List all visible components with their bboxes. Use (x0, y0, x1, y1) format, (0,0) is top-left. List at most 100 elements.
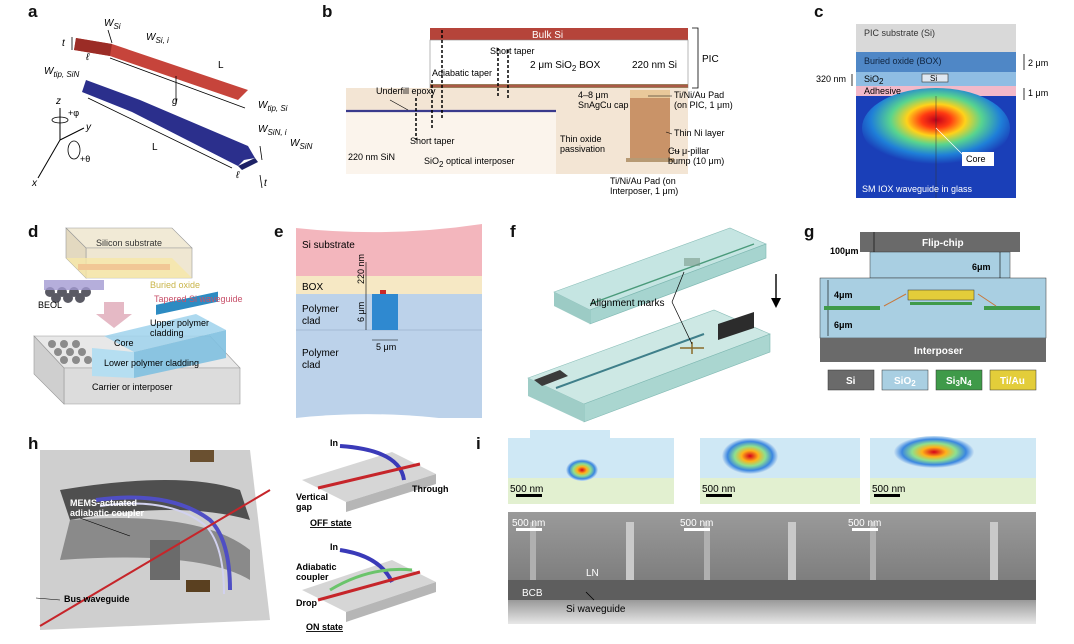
panel-label-b: b (322, 2, 333, 21)
label-2um: 2 μm (1028, 58, 1048, 68)
si-taper (74, 38, 248, 100)
label-flip-chip: Flip-chip (922, 238, 964, 249)
panel-c-diagram: PIC substrate (Si) Buried oxide (BOX) Si… (816, 24, 1048, 198)
panel-h: h MEMS-actuated adiabatic coupler Bus wa… (0, 430, 449, 639)
label-upper-1: Upper polymer (150, 318, 209, 328)
panel-g: g Flip-chip 100μm 6μm 4μm 6μm Interposer… (800, 218, 1074, 430)
label-g: g (172, 96, 178, 107)
label-tapered: Tapered Si waveguide (154, 294, 243, 304)
label-box: 2 μm SiO2 BOX (530, 60, 601, 73)
panel-label-f: f (510, 222, 516, 241)
label-si-substrate: Si substrate (302, 240, 355, 251)
label-6um-a: 6μm (972, 262, 991, 272)
label-pad-int-2: Interposer, 1 μm) (610, 186, 678, 196)
label-5um: 5 μm (376, 342, 396, 352)
label-bus: Bus waveguide (64, 594, 130, 604)
label-lt: ℓ (85, 52, 90, 63)
label-interposer: SiO2 optical interposer (424, 156, 515, 169)
panel-d: d Silicon substrate Buried oxide BE (0, 218, 268, 430)
mems-coupler (95, 495, 232, 591)
label-wsii: WSi, i (146, 32, 169, 45)
svg-text:Si3N4: Si3N4 (946, 376, 972, 388)
interposer-block (820, 338, 1046, 362)
box-layer (296, 276, 482, 294)
label-220-si: 220 nm Si (632, 60, 677, 71)
label-underfill: Underfill epoxy (376, 86, 436, 96)
panel-f-diagram: Alignment marks (527, 227, 781, 423)
label-cu-1: Cu μ-pillar (668, 146, 709, 156)
label-on-state: ON state (306, 622, 343, 632)
label-sncap-1: 4–8 μm (578, 90, 608, 100)
label-lt2: ℓ (235, 170, 240, 181)
mode-1 (566, 459, 598, 481)
panel-b-diagram: Bulk Si 2 μm SiO2 BOX 220 nm Si PIC Shor… (346, 27, 733, 196)
cu-pillar (630, 98, 670, 158)
svg-text:Si: Si (846, 376, 856, 387)
label-mems-2: adiabatic coupler (70, 508, 145, 518)
label-clad1a: Polymer (302, 304, 339, 315)
label-bcb: BCB (522, 588, 543, 599)
sin-taper (82, 80, 255, 166)
label-adiabatic-2: coupler (296, 572, 329, 582)
panel-label-g: g (804, 222, 815, 241)
down-arrow (96, 302, 132, 328)
label-100um: 100μm (830, 246, 859, 256)
label-pad-pic-2: (on PIC, 1 μm) (674, 100, 733, 110)
label-1um: 1 μm (1028, 88, 1048, 98)
buried-oxide (856, 52, 1016, 72)
label-box: BOX (302, 282, 323, 293)
axis-z: z (55, 96, 61, 107)
label-ln: LN (586, 568, 599, 579)
label-thin-oxide-2: passivation (560, 144, 605, 154)
label-alignment-marks: Alignment marks (590, 298, 664, 309)
label-wtipsin: Wtip, SiN (44, 66, 79, 79)
panel-e: e Si substrate BOX 220 nm Polymer clad 6… (268, 218, 504, 430)
label-adiabatic-taper: Adiabatic taper (432, 68, 492, 78)
label-clad2a: Polymer (302, 348, 339, 359)
legend-si (827, 369, 875, 391)
label-wtipsi: Wtip, Si (258, 100, 288, 113)
label-6um-b: 6μm (834, 320, 853, 330)
label-320nm: 320 nm (816, 74, 846, 84)
panel-label-a: a (28, 2, 38, 21)
axis-y: y (85, 122, 92, 133)
bus-waveguide (39, 489, 271, 627)
panel-label-e: e (274, 222, 284, 241)
bulk-si (430, 28, 688, 40)
panel-g-diagram: Flip-chip 100μm 6μm 4μm 6μm Interposer S… (819, 232, 1047, 391)
label-upper-2: cladding (150, 328, 184, 338)
label-500nm-2: 500 nm (702, 484, 735, 495)
mode-3 (894, 436, 974, 468)
label-t2: t (264, 178, 268, 189)
label-cu-2: bump (10 μm) (668, 156, 724, 166)
label-clad2b: clad (302, 360, 320, 371)
label-carrier: Carrier or interposer (92, 382, 173, 392)
label-core: Core (114, 338, 134, 348)
label-L1: L (218, 60, 224, 71)
label-4um: 4μm (834, 290, 853, 300)
panel-i-diagram: 500 nm 500 nm 500 nm 500 nm 500 nm 500 n… (508, 430, 1036, 624)
label-t: t (62, 38, 66, 49)
label-wsini: WSiN, i (258, 124, 287, 137)
label-500nm-1: 500 nm (510, 484, 543, 495)
axis-phi: +φ (68, 108, 79, 118)
label-adhesive: Adhesive (864, 86, 901, 96)
axis-theta: +θ (80, 154, 90, 164)
panel-h-diagram: MEMS-actuated adiabatic coupler Bus wave… (35, 438, 449, 632)
label-si-waveguide: Si waveguide (566, 604, 626, 615)
flip-chip (860, 232, 1020, 252)
label-wsi: WSi (104, 18, 121, 31)
label-vertical-2: gap (296, 502, 313, 512)
label-buried-oxide: Buried oxide (BOX) (864, 56, 942, 66)
label-adiabatic-1: Adiabatic (296, 562, 337, 572)
label-vertical-1: Vertical (296, 492, 328, 502)
legend-si3n4 (935, 369, 983, 391)
label-pic: PIC (702, 54, 719, 65)
label-sm-iox: SM IOX waveguide in glass (862, 184, 973, 194)
label-thin-oxide-1: Thin oxide (560, 134, 602, 144)
axis-x: x (31, 178, 38, 189)
label-silicon-substrate: Silicon substrate (96, 238, 162, 248)
label-buried-oxide: Buried oxide (150, 280, 200, 290)
label-clad1b: clad (302, 316, 320, 327)
svg-text:Ti/Au: Ti/Au (1000, 376, 1025, 387)
